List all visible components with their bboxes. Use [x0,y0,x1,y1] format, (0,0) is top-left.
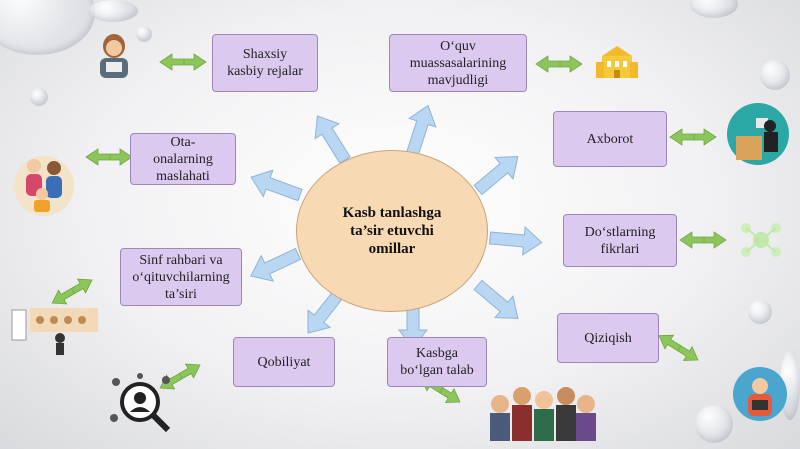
factor-sinf-line2: o‘qituvchilarning [132,269,230,285]
friends-network-icon [741,223,781,257]
green-arrow-qiziqish [654,328,703,368]
arrow-to-ota [245,163,306,209]
woman-planner-icon [100,34,128,78]
factor-dostlar: Do‘stlarning fikrlari [563,214,677,267]
crowd-people-icon [490,387,596,441]
factor-sinf: Sinf rahbari va o‘qituvchilarning ta’sir… [120,248,242,306]
talent-search-icon [110,373,171,433]
center-topic: Kasb tanlashga ta’sir etuvchi omillar [296,150,488,312]
center-label-line3: omillar [368,241,416,257]
factor-kasbga-line2: bo‘lgan talab [400,363,474,378]
family-icon [14,156,74,216]
factor-oquv: O‘quv muassasalarining mavjudligi [389,34,527,92]
factor-dostlar-line2: fikrlari [600,241,640,257]
factor-kasbga: Kasbga bo‘lgan talab [387,337,487,387]
arrow-to-dostlar [488,223,544,257]
factor-shaxsiy: Shaxsiy kasbiy rejalar [212,34,318,92]
factor-ota: Ota- onalarning maslahati [130,133,236,185]
bubble-decoration [748,300,772,324]
bubble-decoration [690,0,738,18]
bubble-decoration [760,60,790,90]
factor-kasbga-line1: Kasbga [415,346,458,361]
factor-oquv-line2: muassasalarining [409,55,507,71]
bubble-decoration [136,26,152,42]
center-label-line1: Kasb tanlashga [342,205,442,221]
factor-axborot-line1: Axborot [586,131,634,147]
arrow-to-axborot [468,145,528,202]
arrow-to-sinf [244,240,305,290]
factor-qiziqish-line1: Qiziqish [584,330,632,346]
bubble-decoration [695,405,733,443]
factor-oquv-line3: mavjudligi [427,72,489,88]
bubble-decoration [30,88,48,106]
factor-dostlar-line1: Do‘stlarning [584,224,656,240]
green-arrow-dostlar [679,231,727,249]
green-arrow-shaxsiy [159,53,207,71]
green-arrow-oquv [535,55,583,73]
factor-axborot: Axborot [553,111,667,167]
factor-qobiliyat-line1: Qobiliyat [257,354,311,370]
factor-qiziqish: Qiziqish [557,313,659,363]
factor-ota-line2: onalarning [153,151,213,167]
computer-user-icon [727,103,789,165]
factor-ota-line1: Ota- [170,134,196,150]
factor-sinf-line3: ta’siri [165,286,197,302]
bubble-decoration [88,0,138,22]
arrow-to-qiziqish [468,273,528,330]
center-label-line2: ta’sir etuvchi [350,223,434,239]
factor-shaxsiy-line2: kasbiy rejalar [227,64,303,79]
factor-oquv-line1: O‘quv [440,38,476,54]
classroom-teacher-icon [11,308,98,355]
factor-ota-line3: maslahati [156,168,210,184]
factor-shaxsiy-line1: Shaxsiy [242,47,288,62]
factor-sinf-line1: Sinf rahbari va [139,252,223,268]
green-arrow-axborot [669,128,717,146]
green-arrow-ota [85,148,133,166]
school-building-icon [596,46,638,78]
factor-qobiliyat: Qobiliyat [233,337,335,387]
interest-person-icon [733,367,787,421]
